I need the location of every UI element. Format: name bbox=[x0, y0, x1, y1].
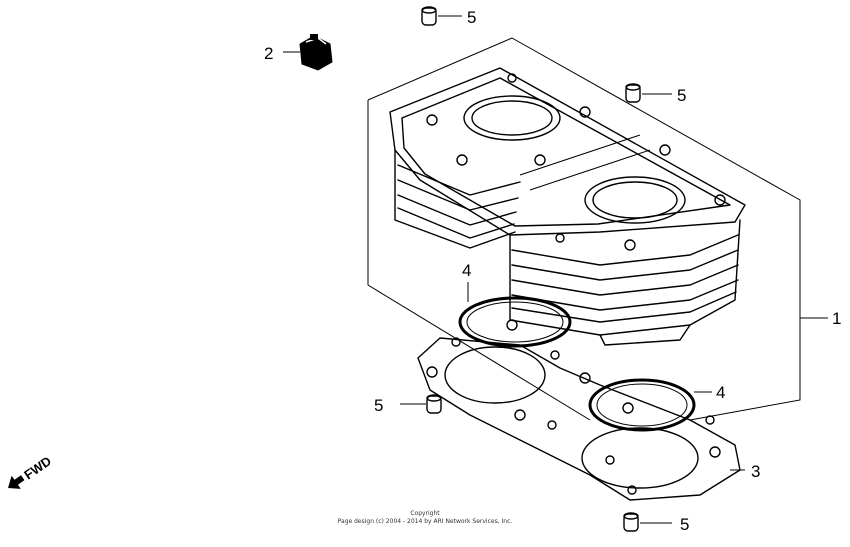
callout-5-bottom[interactable]: 5 bbox=[680, 515, 689, 534]
callout-5-top[interactable]: 5 bbox=[467, 8, 476, 27]
dowel-pin-top bbox=[421, 6, 437, 26]
o-ring-front bbox=[588, 378, 696, 432]
cylinder-base-gasket bbox=[417, 337, 741, 501]
arrow-icon bbox=[8, 475, 25, 489]
callout-3[interactable]: 3 bbox=[751, 462, 760, 481]
plug-part bbox=[299, 34, 333, 71]
copyright-notice: Page design (c) 2004 - 2014 by ARI Netwo… bbox=[338, 518, 513, 525]
callout-4-front[interactable]: 4 bbox=[716, 383, 725, 402]
callout-4-rear[interactable]: 4 bbox=[462, 261, 471, 280]
dowel-pin-bottom bbox=[623, 512, 639, 532]
dowel-pin-upper-right bbox=[625, 83, 641, 103]
dowel-pin-left bbox=[426, 394, 442, 414]
o-ring-rear bbox=[458, 296, 572, 348]
fwd-indicator: FWD bbox=[8, 453, 54, 489]
assembly-bracket bbox=[367, 37, 801, 421]
callout-5-left[interactable]: 5 bbox=[374, 396, 383, 415]
leader-lines bbox=[283, 15, 828, 524]
callout-5-upper-right[interactable]: 5 bbox=[677, 86, 686, 105]
callout-1[interactable]: 1 bbox=[832, 309, 841, 328]
callout-2[interactable]: 2 bbox=[264, 44, 273, 63]
fwd-label: FWD bbox=[21, 453, 54, 482]
cylinder-block bbox=[389, 67, 746, 346]
copyright-title: Copyright bbox=[410, 510, 440, 517]
